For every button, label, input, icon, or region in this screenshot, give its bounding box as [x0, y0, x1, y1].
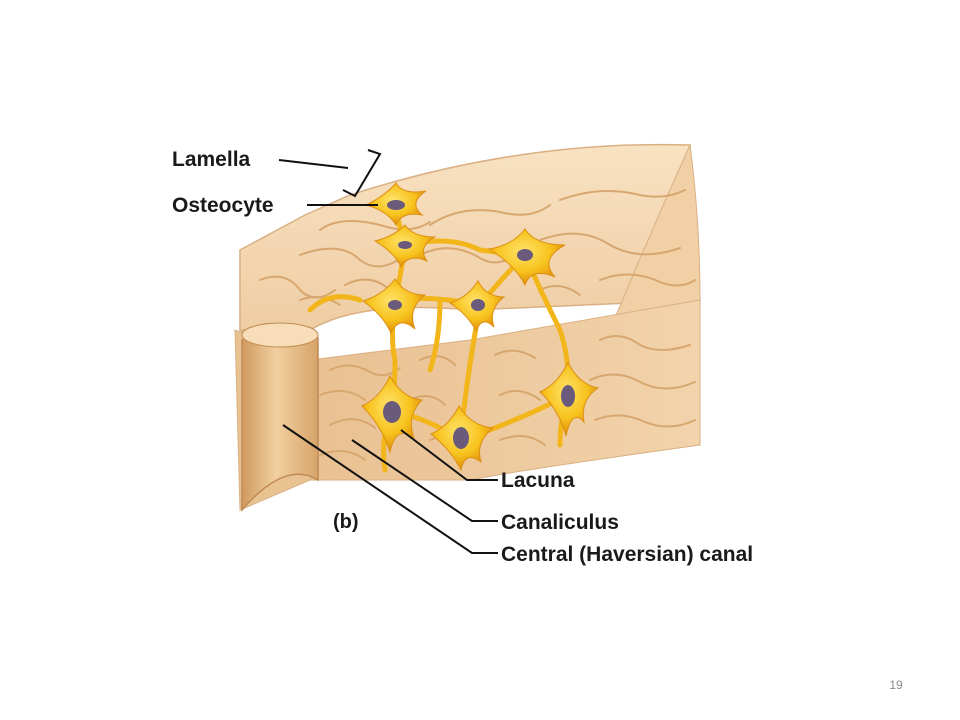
osteocyte-cell [430, 404, 495, 472]
lamella-leader-line [278, 159, 349, 169]
central-canal [241, 322, 319, 513]
leader-lines [278, 159, 498, 554]
central-canal-leader-line [282, 424, 498, 554]
panel-label: (b) [333, 511, 359, 533]
canaliculus-leader-line [351, 439, 498, 522]
lamella-bracket [342, 149, 382, 198]
osteocyte-cell [361, 374, 424, 454]
osteocyte-cell [373, 224, 437, 269]
lamellae-folds [249, 189, 696, 461]
label-central-canal: Central (Haversian) canal [501, 543, 753, 566]
label-lacuna: Lacuna [501, 469, 575, 492]
label-lamella: Lamella [172, 148, 251, 171]
osteocytes [361, 182, 600, 472]
lacuna-leader-line [400, 429, 498, 481]
label-osteocyte: Osteocyte [172, 194, 274, 217]
label-canaliculus: Canaliculus [501, 511, 619, 534]
osteocyte-cell [539, 360, 600, 437]
osteocyte-cell [487, 228, 566, 287]
osteocyte-cell [361, 278, 427, 335]
osteocyte-cell [448, 279, 506, 333]
page-number: 19 [889, 678, 903, 692]
osteocyte-cell [364, 182, 427, 227]
